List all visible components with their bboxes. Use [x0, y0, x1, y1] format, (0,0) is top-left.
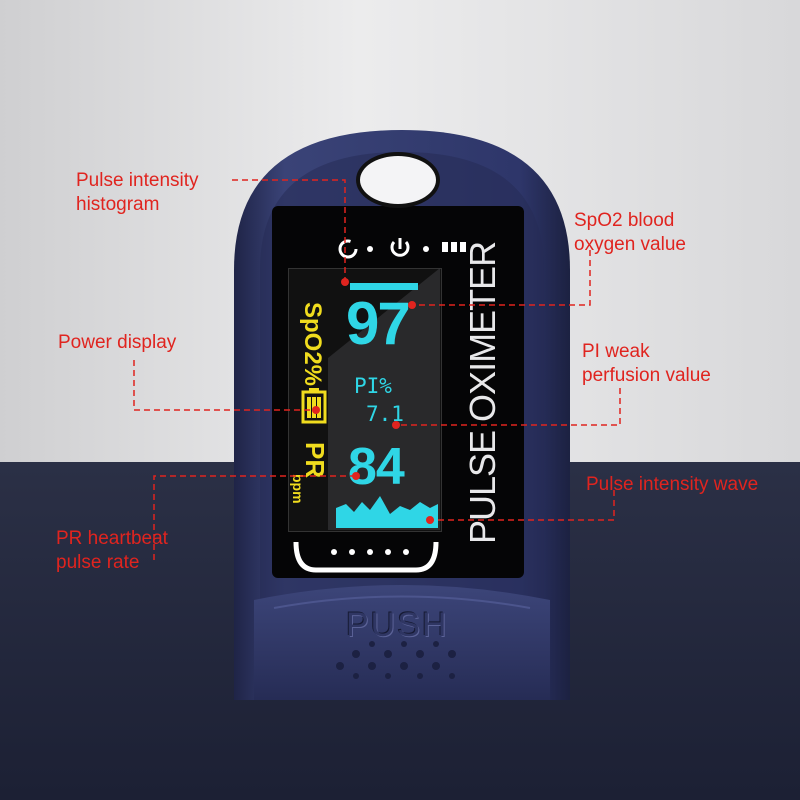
pi-label: PI% — [354, 374, 392, 398]
label-pr-line2: pulse rate — [56, 552, 140, 573]
label-spo2-line1: SpO2 blood — [574, 210, 675, 231]
pr-value: 84 — [348, 438, 405, 496]
top-icon-row — [338, 238, 466, 259]
pulse-intensity-wave — [336, 496, 438, 528]
lcd-diagonal-panel — [328, 268, 440, 530]
spo2-value: 97 — [346, 290, 411, 357]
push-button-label[interactable]: PUSH — [346, 606, 449, 644]
label-histogram-line2: histogram — [76, 194, 160, 215]
label-pi-line2: perfusion value — [582, 365, 711, 386]
label-pi-line1: PI weak — [582, 341, 650, 362]
label-wave: Pulse intensity wave — [586, 474, 759, 495]
label-spo2-line2: oxygen value — [574, 234, 686, 255]
label-pr-line1: PR heartbeat — [56, 528, 168, 549]
sensor-dots-icon — [442, 242, 466, 252]
grip-dots — [336, 641, 456, 679]
label-histogram-line1: Pulse intensity — [76, 170, 199, 191]
screen-bottom-indicator — [293, 541, 439, 573]
pulse-intensity-histogram-bar — [350, 283, 418, 290]
power-ring-icon — [338, 239, 358, 259]
label-power: Power display — [58, 332, 177, 353]
power-button-icon — [390, 238, 410, 257]
finger-indicator-oval — [356, 152, 440, 208]
